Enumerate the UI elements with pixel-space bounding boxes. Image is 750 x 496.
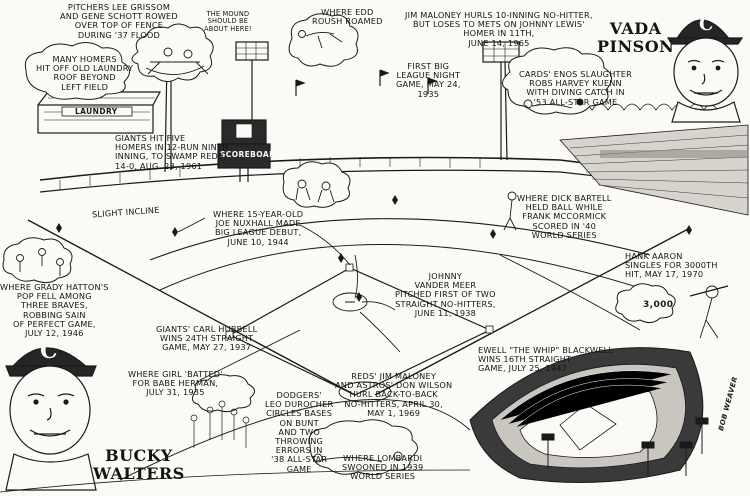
aaron-3000-badge: 3,000	[643, 300, 674, 310]
caption-bartell: WHERE DICK BARTELL HELD BALL WHILE FRANK…	[517, 193, 612, 240]
caption-first-night-game: FIRST BIG LEAGUE NIGHT GAME, MAY 24, 193…	[396, 61, 461, 99]
caption-blackwell: EWELL "THE WHIP" BLACKWELL WINS 16TH STR…	[478, 345, 614, 374]
caption-mound: THE MOUND SHOULD BE ABOUT HERE!	[204, 10, 252, 33]
caption-nuxhall: WHERE 15-YEAR-OLD JOE NUXHALL MADE BIG L…	[213, 209, 304, 247]
caption-girl-batted: WHERE GIRL 'BATTED' FOR BABE HERMAN, JUL…	[128, 369, 223, 398]
caption-lombardi: WHERE LOMBARDI SWOONED IN 1939 WORLD SER…	[342, 453, 424, 482]
caption-grissom-schott: PITCHERS LEE GRISSOM AND GENE SCHOTT ROW…	[60, 2, 178, 40]
vada-pinson-portrait	[666, 19, 744, 123]
caption-aaron: HANK AARON SINGLES FOR 3000TH HIT, MAY 1…	[625, 251, 718, 280]
sketch-figures	[16, 30, 729, 463]
caption-maloney-wilson: REDS' JIM MALONEY AND ASTROS' DON WILSON…	[335, 371, 453, 418]
infield	[27, 195, 692, 481]
scoreboard-sign: SCOREBOARD	[220, 150, 282, 159]
pinson-cap-logo: C	[699, 14, 714, 35]
caption-slaughter: CARDS' ENOS SLAUGHTER ROBS HARVEY KUENN …	[519, 69, 633, 107]
caption-hubbell: GIANTS' CARL HUBBELL WINS 24TH STRAIGHT …	[156, 324, 258, 353]
modern-stadium	[469, 347, 709, 483]
caption-homers-laundry: MANY HOMERS HIT OFF OLD LAUNDRY ROOF BEY…	[36, 54, 134, 92]
caption-maloney-no-hitter: JIM MALONEY HURLS 10-INNING NO-HITTER, B…	[405, 10, 593, 48]
walters-cap-logo: C	[40, 338, 58, 364]
ground-line	[0, 469, 471, 493]
vada-pinson-name: VADA PINSON	[597, 19, 675, 56]
light-tower-center	[235, 41, 269, 120]
caption-vander-meer: JOHNNY VANDER MEER PITCHED FIRST OF TWO …	[395, 271, 496, 318]
right-grandstand	[559, 124, 749, 216]
laundry-sign: LAUNDRY	[75, 107, 118, 116]
bucky-walters-name: BUCKY WALTERS	[93, 446, 185, 483]
caption-durocher: DODGERS' LEO DUROCHER CIRCLES BASES ON B…	[265, 390, 334, 474]
bucky-walters-portrait	[5, 347, 97, 491]
caption-hatton: WHERE GRADY HATTON'S POP FELL AMONG THRE…	[0, 282, 109, 338]
caption-roush: WHERE EDD ROUSH ROAMED	[312, 7, 383, 27]
caption-giants-five-homers: GIANTS HIT FIVE HOMERS IN 12-RUN NINTH I…	[115, 133, 229, 171]
